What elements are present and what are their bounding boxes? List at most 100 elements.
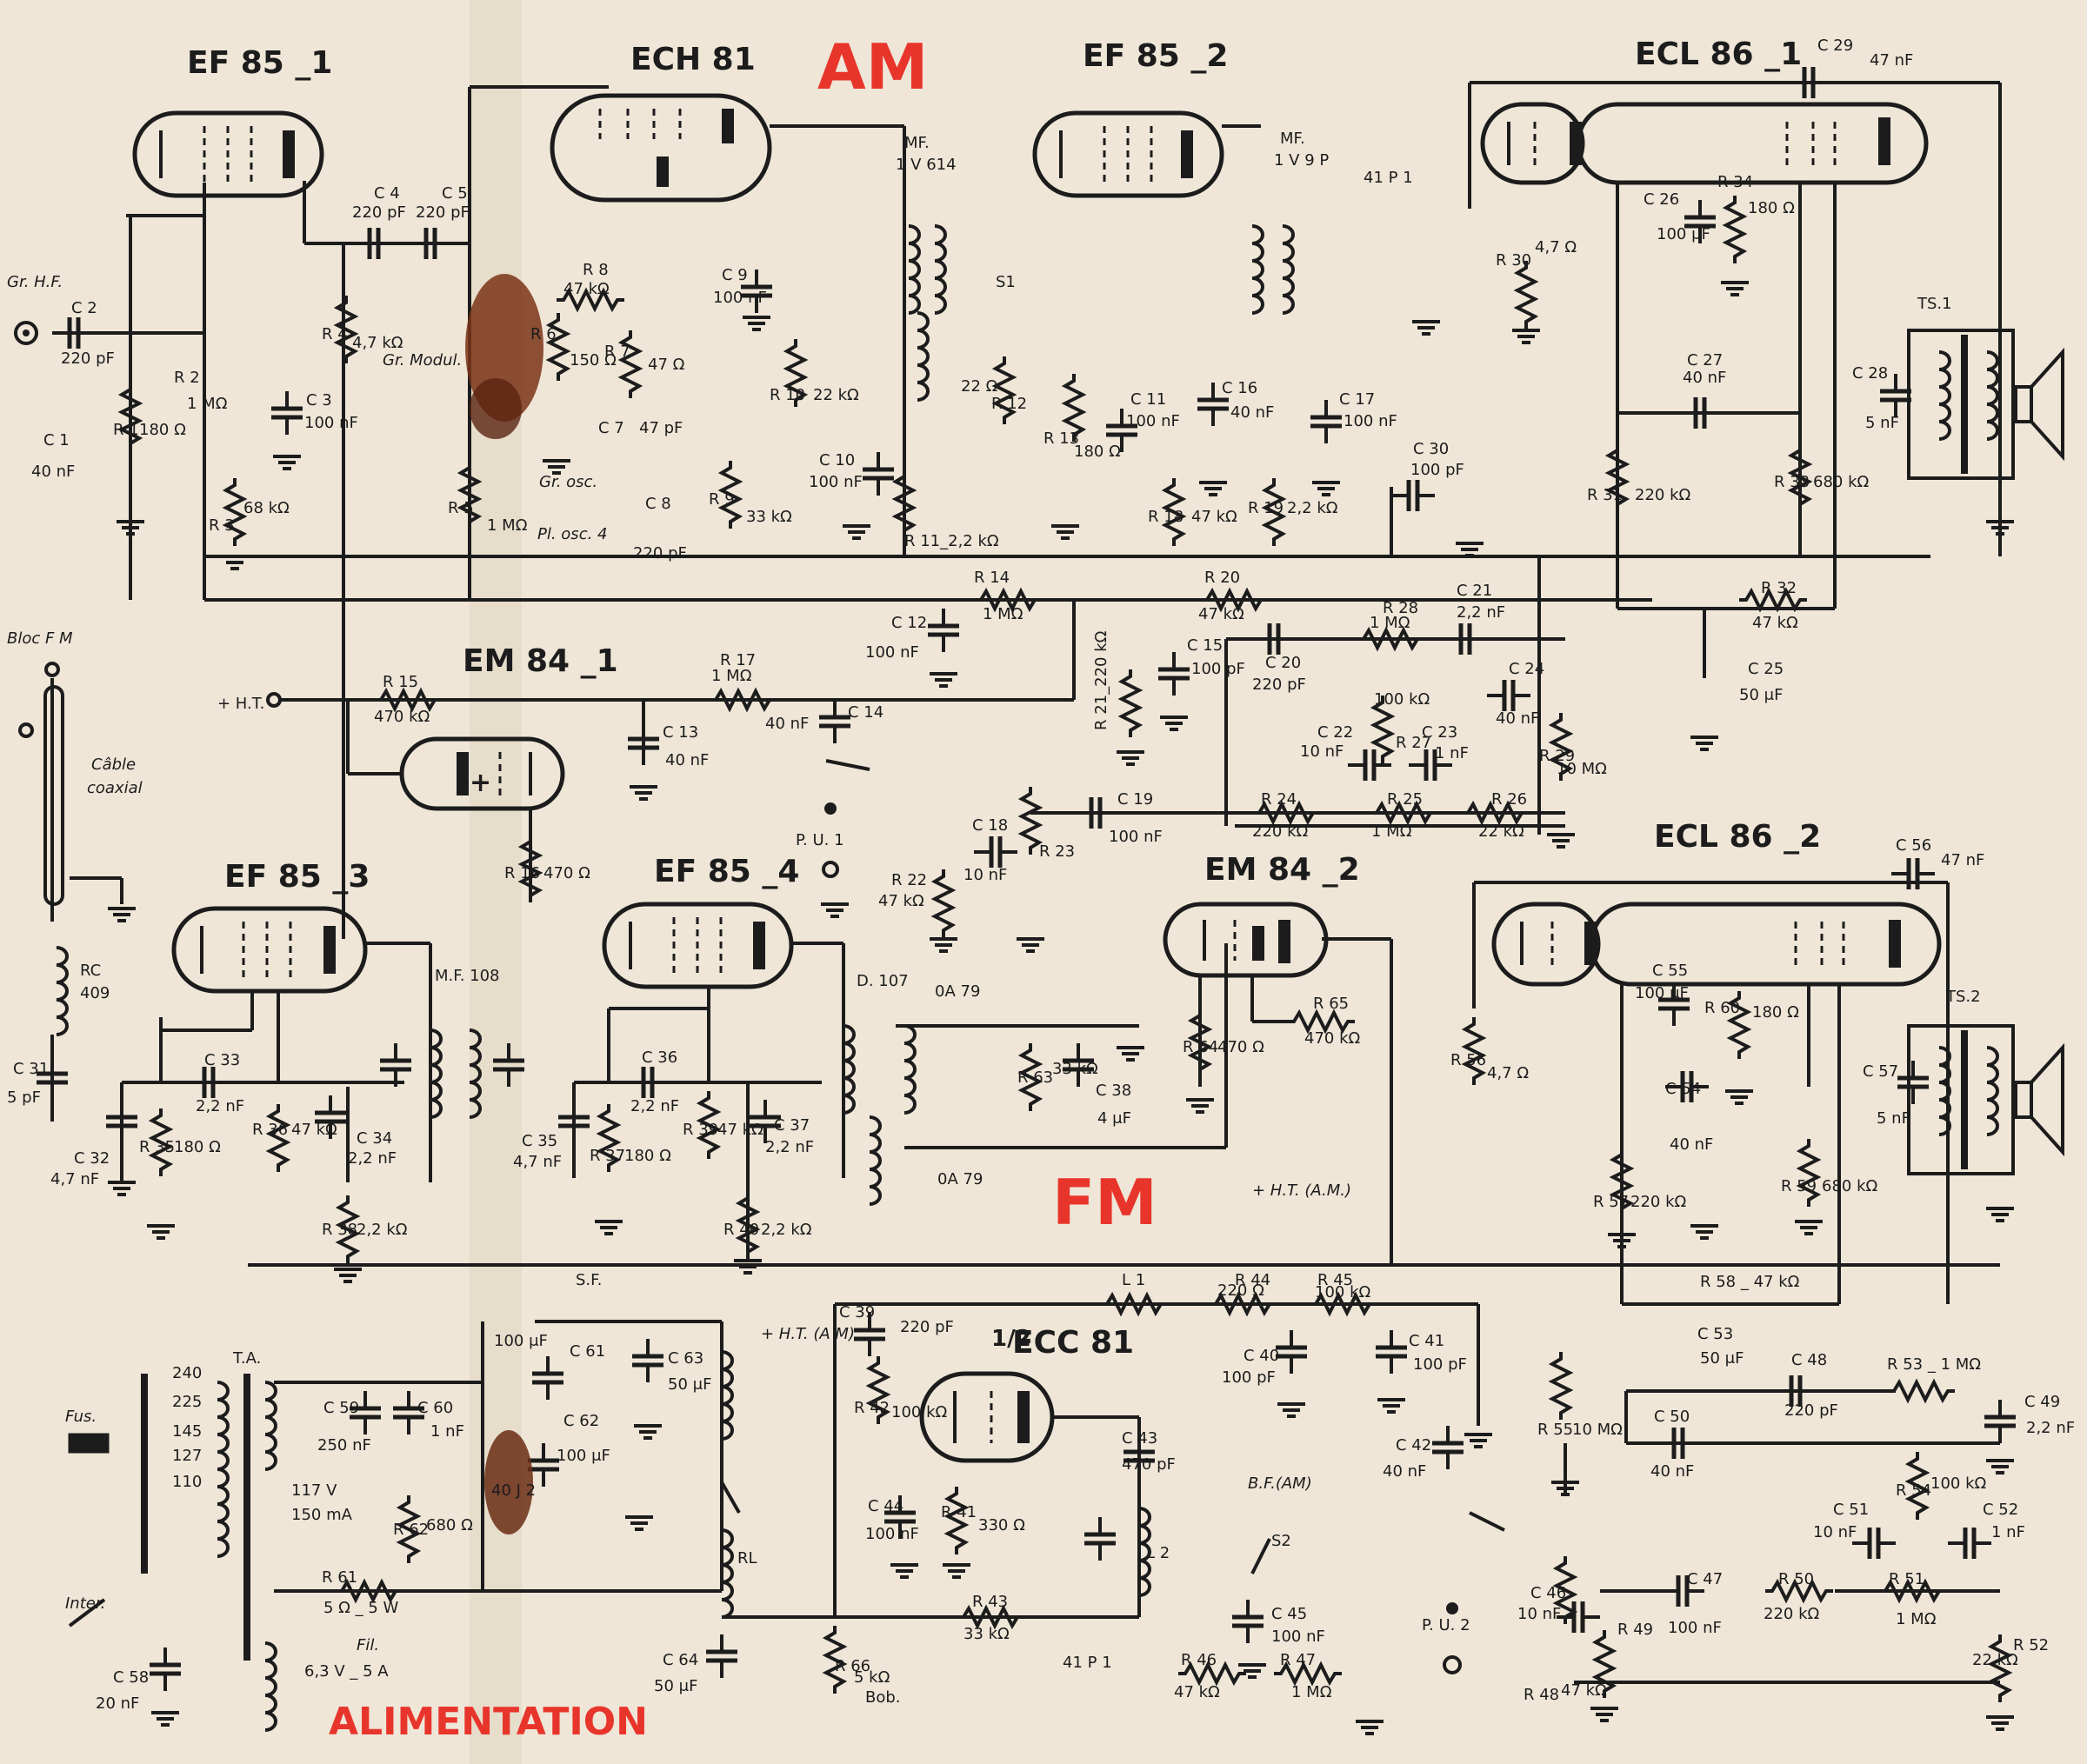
label-c53: C 53 <box>1697 1325 1733 1343</box>
label-tap-145: 145 <box>172 1422 202 1441</box>
label-r20: R 20 <box>1204 569 1240 587</box>
label-r50-value: 220 kΩ <box>1764 1605 1820 1623</box>
label-rc: RC <box>80 962 101 980</box>
label-c38: C 38 <box>1096 1082 1131 1100</box>
label-r48: R 48 <box>1524 1686 1559 1704</box>
label-r19-value: 2,2 kΩ <box>1287 499 1338 517</box>
pu1-jack[interactable] <box>822 861 839 878</box>
label-r36: R 36 <box>252 1121 288 1139</box>
label-c19: C 19 <box>1117 790 1153 809</box>
tube-label-ef85-3: EF 85 _3 <box>224 859 370 895</box>
label-r45-value: 100 kΩ <box>1315 1283 1371 1301</box>
label-r27: R 27 <box>1396 734 1431 752</box>
label-c42-value: 40 nF <box>1383 1462 1426 1481</box>
pu2-jack-2[interactable] <box>1446 1602 1458 1614</box>
label-c47-value: 100 nF <box>1668 1619 1722 1637</box>
output-transformer-2 <box>1907 1024 2015 1175</box>
label-r1-value: 180 Ω <box>139 421 186 439</box>
ht-terminal[interactable] <box>266 692 282 708</box>
label-r44-value: 220 Ω <box>1217 1281 1264 1300</box>
label-c48-value: 220 pF <box>1784 1401 1838 1420</box>
tube-ef85-1 <box>132 110 324 198</box>
label-r19: R 19 <box>1248 499 1284 517</box>
label-r15-value: 470 kΩ <box>374 708 430 726</box>
label-c7-value: 47 pF <box>639 419 683 437</box>
label-c57-value: 5 nF <box>1877 1109 1910 1128</box>
label-r34: R 34 <box>1717 173 1753 191</box>
label-r12: R 12 <box>991 395 1027 413</box>
label-r56: R 56 <box>1450 1051 1486 1069</box>
tube-ef85-3 <box>171 906 368 994</box>
label-c23: C 23 <box>1422 723 1457 742</box>
label-r7: R 7 <box>604 343 630 361</box>
label-r3-value: 68 kΩ <box>243 499 290 517</box>
label-r63: R 63 <box>1017 1068 1053 1087</box>
label-ta: T.A. <box>232 1349 261 1368</box>
label-c51: C 51 <box>1833 1501 1869 1519</box>
label-l2: L 2 <box>1146 1544 1170 1562</box>
label-r32-value: 47 kΩ <box>1752 614 1798 632</box>
label-c20: C 20 <box>1265 654 1301 672</box>
label-r12-value: 22 Ω <box>961 377 998 396</box>
label-c56-value: 47 nF <box>1941 851 1984 869</box>
label-sf: S.F. <box>576 1271 602 1289</box>
label-c32-value: 4,7 nF <box>50 1170 99 1188</box>
label-c60-value: 1 nF <box>430 1422 464 1441</box>
label-c22-value: 10 nF <box>1300 742 1344 761</box>
label-r34-value: 180 Ω <box>1748 199 1795 217</box>
am-wiring <box>52 81 2002 939</box>
label-c62: C 62 <box>563 1412 599 1430</box>
label-r64: R 64 <box>1183 1038 1218 1056</box>
label-c4: C 4 <box>374 184 400 203</box>
label-c35-value: 4,7 nF <box>513 1153 562 1171</box>
label-c23-value: 1 nF <box>1435 744 1469 762</box>
label-c33-value: 2,2 nF <box>196 1097 244 1115</box>
label-c64: C 64 <box>663 1651 698 1669</box>
label-c27-value: 40 nF <box>1683 369 1726 387</box>
label-rc-value: 409 <box>80 984 110 1002</box>
pu1-jack-2[interactable] <box>824 802 837 815</box>
label-c3: C 3 <box>306 391 332 409</box>
label-c27: C 27 <box>1687 351 1723 369</box>
label-bob: Bob. <box>865 1688 901 1707</box>
label-r4: R 4 <box>322 325 348 343</box>
label-tap-127: 127 <box>172 1447 202 1465</box>
label-rl: RL <box>737 1549 757 1568</box>
label-r48-value: 47 kΩ <box>1561 1681 1607 1700</box>
label-gr-hf: Gr. H.F. <box>7 273 63 291</box>
label-c25: C 25 <box>1748 660 1784 678</box>
label-r6-value: 150 Ω <box>570 351 617 369</box>
label-c19-value: 100 nF <box>1109 828 1163 846</box>
label-c30-value: 100 pF <box>1410 461 1464 479</box>
label-pu1: P. U. 1 <box>796 831 844 849</box>
label-c15: C 15 <box>1187 636 1223 655</box>
label-c41-value: 100 pF <box>1413 1355 1467 1374</box>
label-c8: C 8 <box>645 495 671 513</box>
label-c63-value: 50 μF <box>668 1375 711 1394</box>
label-r21: R 21_220 kΩ <box>1092 630 1110 730</box>
antenna-input-icon[interactable] <box>14 321 38 345</box>
label-c58: C 58 <box>113 1668 149 1687</box>
label-c24: C 24 <box>1509 660 1544 678</box>
label-ts2: TS.2 <box>1945 988 1981 1006</box>
label-c59: C 59 <box>323 1399 359 1417</box>
label-c46: C 46 <box>1530 1584 1566 1602</box>
label-r28: R 28 <box>1383 599 1418 617</box>
label-c16: C 16 <box>1222 379 1257 397</box>
label-r37: R 37 <box>590 1147 625 1165</box>
fuse-holder <box>68 1433 110 1454</box>
label-r30-value: 4,7 Ω <box>1535 238 1577 256</box>
label-c62-value: 100 μF <box>557 1447 610 1465</box>
label-r46: R 46 <box>1181 1651 1217 1669</box>
label-oa79a: 0A 79 <box>935 982 980 1001</box>
fm-header: FM <box>1052 1166 1157 1239</box>
label-ts1: TS.1 <box>1917 295 1952 313</box>
label-r43: R 43 <box>972 1593 1008 1611</box>
label-r40: R 40 <box>723 1221 759 1239</box>
label-c18-value: 10 nF <box>963 866 1007 884</box>
label-r20-value: 47 kΩ <box>1198 605 1244 623</box>
label-r1: R 1 <box>113 421 139 439</box>
label-r14-value: 1 MΩ <box>983 605 1023 623</box>
pu2-jack[interactable] <box>1443 1655 1462 1674</box>
label-r2: R 2 <box>174 369 200 387</box>
